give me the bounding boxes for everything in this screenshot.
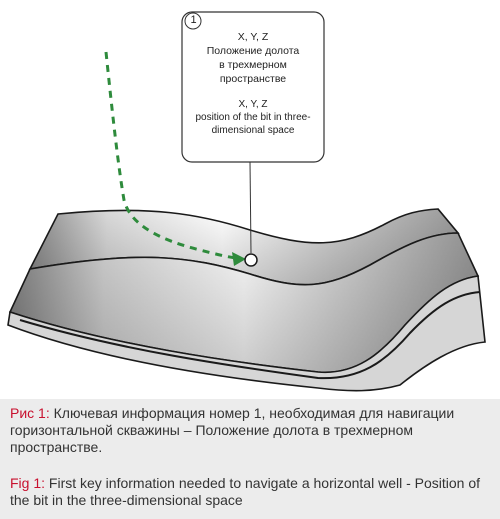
callout-en-line-1: position of the bit in three-	[195, 112, 311, 123]
callout-box	[181, 11, 325, 163]
callout-coords-ru: X, Y, Z	[237, 31, 269, 43]
callout-coords-en: X, Y, Z	[238, 99, 268, 110]
callout-leader-line	[249, 161, 252, 254]
caption-ru-text: Ключевая информация номер 1, необходимая…	[10, 405, 455, 455]
caption-ru: Рис 1: Ключевая информация номер 1, необ…	[10, 405, 486, 456]
callout-text-ru: X, Y, Z Положение долота в трехмерном пр…	[182, 30, 324, 86]
callout-en-line-2: dimensional space	[211, 125, 295, 136]
callout-text: X, Y, Z Положение долота в трехмерном пр…	[182, 12, 324, 162]
bit-position-marker	[244, 253, 258, 267]
callout-number-badge	[184, 12, 202, 30]
caption-en-label: Fig 1:	[10, 475, 46, 491]
callout-ru-line-1: Положение долота	[206, 45, 300, 57]
caption-en: Fig 1: First key information needed to n…	[10, 475, 486, 509]
base-edge	[7, 275, 486, 392]
caption-ru-label: Рис 1:	[10, 405, 50, 421]
trajectory-arrowhead	[232, 252, 246, 266]
callout-ru-line-2: в трехмерном	[219, 59, 287, 71]
well-trajectory	[104, 51, 237, 260]
caption-panel: Рис 1: Ключевая информация номер 1, необ…	[0, 399, 500, 519]
caption-en-text: First key information needed to navigate…	[10, 475, 481, 508]
diagram-canvas	[7, 11, 486, 392]
callout-ru-line-3: пространстве	[219, 73, 287, 85]
callout-text-en: X, Y, Z position of the bit in three- di…	[182, 98, 324, 137]
layer-boundary	[19, 291, 481, 380]
callout-number: 1	[190, 14, 197, 26]
